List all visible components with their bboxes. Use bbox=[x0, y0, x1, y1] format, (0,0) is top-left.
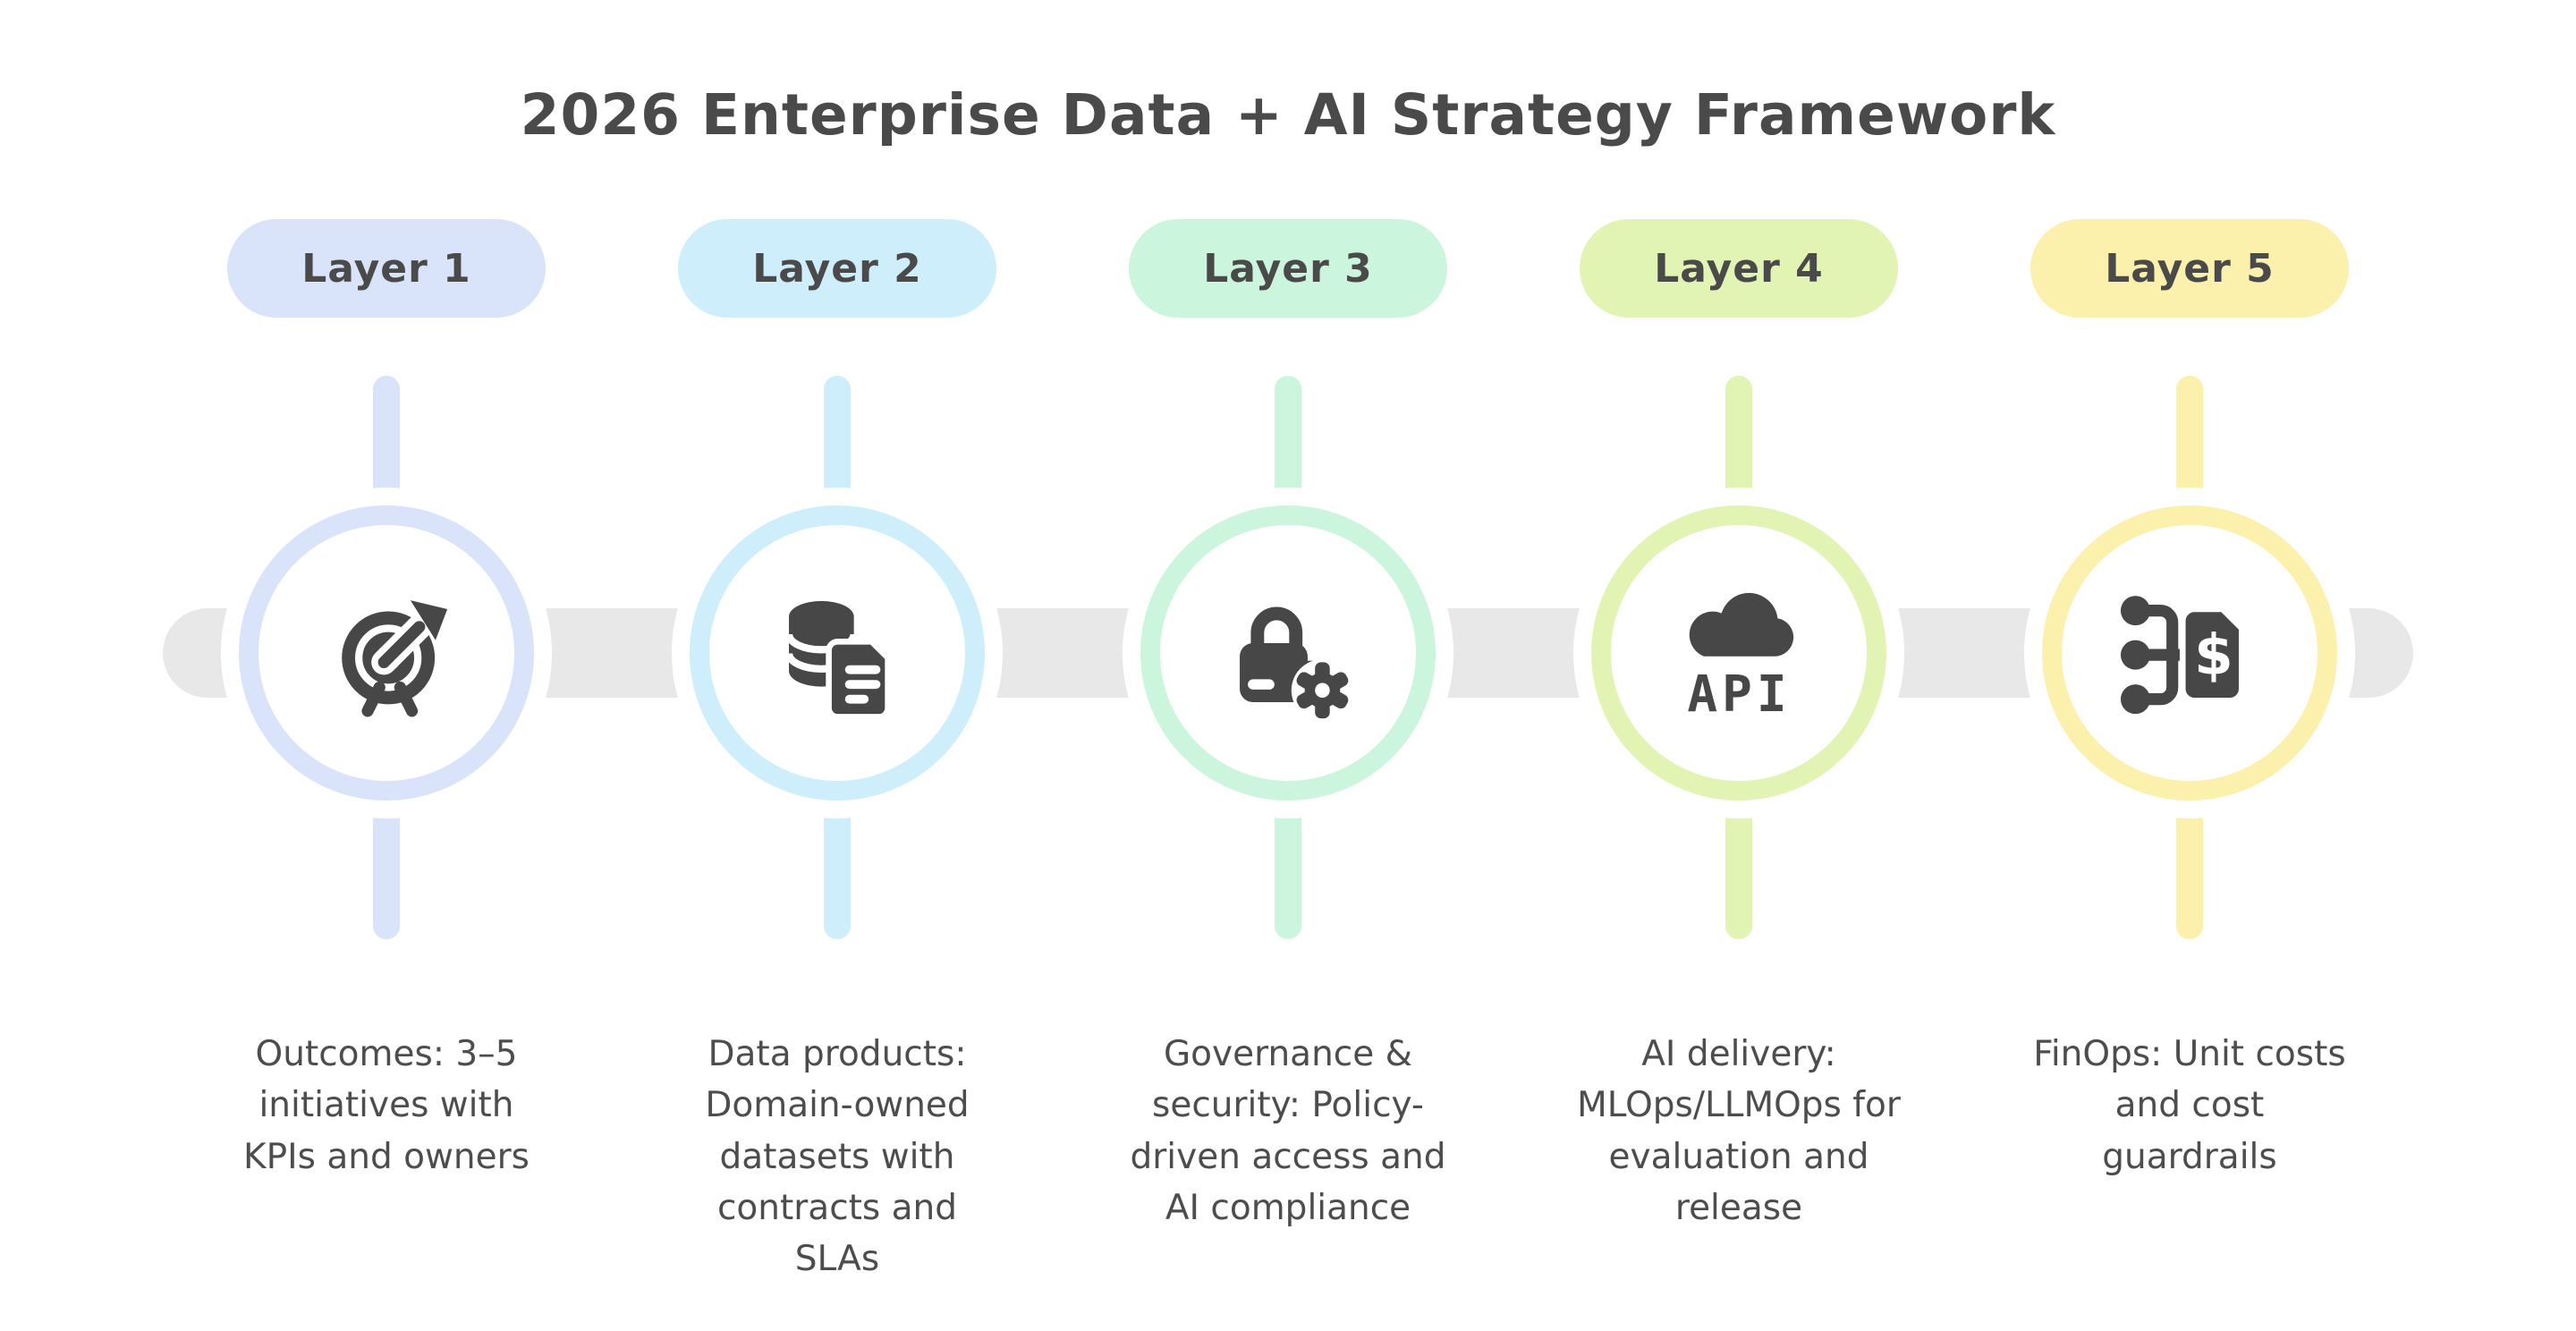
dollar-glyph: $ bbox=[2194, 622, 2233, 687]
layer-column: Layer 5 $ FinOps: Unit costs and cost gu… bbox=[1964, 0, 2415, 1331]
layer-badge: Layer 3 bbox=[1129, 219, 1447, 318]
layer-column: Layer 3 Governance & security: Policy-dr… bbox=[1063, 0, 1513, 1331]
layer-description: Outcomes: 3–5 initiatives with KPIs and … bbox=[243, 1034, 530, 1177]
layer-circle: API bbox=[1591, 505, 1886, 801]
layer-column: Layer 2 Data products: Domain-owned data… bbox=[612, 0, 1063, 1331]
layer-circle: $ bbox=[2042, 505, 2337, 801]
layer-description: AI delivery: MLOps/LLMOps for evaluation… bbox=[1577, 1034, 1901, 1228]
layer-badge-label: Layer 5 bbox=[2105, 245, 2275, 292]
layer-badge-label: Layer 4 bbox=[1654, 245, 1824, 292]
layer-badge-label: Layer 2 bbox=[752, 245, 922, 292]
layer-circle bbox=[1140, 505, 1436, 801]
layer-circle bbox=[239, 505, 534, 801]
layer-description: Governance & security: Policy-driven acc… bbox=[1130, 1034, 1446, 1228]
api-label: API bbox=[1687, 665, 1791, 723]
lock-gear-icon bbox=[1239, 606, 1353, 721]
target-arrow-icon bbox=[341, 598, 448, 716]
layer-badge-label: Layer 1 bbox=[301, 245, 471, 292]
layer-column: Layer 1 Outcomes: 3–5 initiatives with K… bbox=[161, 0, 612, 1331]
layer-description: Data products: Domain-owned datasets wit… bbox=[705, 1034, 970, 1280]
layer-circle bbox=[690, 505, 985, 801]
layer-description: FinOps: Unit costs and cost guardrails bbox=[2033, 1034, 2346, 1177]
layer-badge: Layer 5 bbox=[2030, 219, 2349, 318]
diagram-title: 2026 Enterprise Data + AI Strategy Frame… bbox=[520, 82, 2056, 148]
flow-price-tag-icon: $ bbox=[2120, 595, 2245, 714]
layer-badge-label: Layer 3 bbox=[1203, 245, 1373, 292]
cloud-api-icon: API bbox=[1687, 592, 1793, 723]
database-contract-icon bbox=[784, 600, 891, 720]
layer-column: Layer 4 API AI delivery: MLOps/LLMOps fo… bbox=[1513, 0, 1964, 1331]
layer-badge: Layer 4 bbox=[1580, 219, 1898, 318]
layer-badge: Layer 1 bbox=[227, 219, 546, 318]
layer-badge: Layer 2 bbox=[678, 219, 996, 318]
